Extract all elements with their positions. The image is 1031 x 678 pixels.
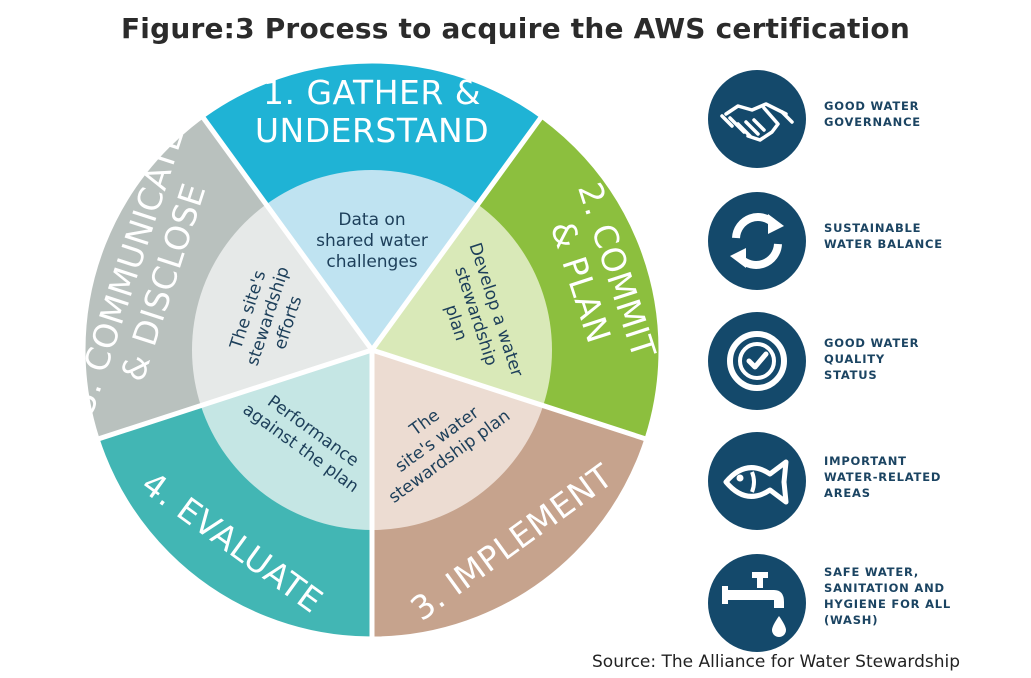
- principle-label: GOOD WATER QUALITY STATUS: [824, 336, 920, 382]
- wheel-inner-segment-4: [200, 350, 372, 530]
- principle-label: SAFE WATER, SANITATION AND HYGIENE FOR A…: [824, 565, 952, 627]
- wheel-outer-label-1: 1. GATHER &UNDERSTAND: [255, 73, 489, 150]
- source-credit: Source: The Alliance for Water Stewardsh…: [592, 652, 961, 672]
- wheel-inner-segment-5: [192, 204, 372, 406]
- wheel-inner-segment-1: [266, 170, 478, 350]
- principle-item: IMPORTANT WATER-RELATED AREAS: [706, 432, 1026, 532]
- fish-icon: [708, 432, 806, 530]
- principle-item: GOOD WATER GOVERNANCE: [706, 70, 1026, 170]
- water-tap-icon: [708, 554, 806, 652]
- principle-item: SUSTAINABLE WATER BALANCE: [706, 192, 1026, 292]
- wheel-inner-segment-3: [372, 350, 544, 530]
- principle-label: SUSTAINABLE WATER BALANCE: [824, 221, 943, 251]
- checkmark-circle-icon: [708, 312, 806, 410]
- principle-label: GOOD WATER GOVERNANCE: [824, 99, 921, 129]
- wheel-divider-3: [371, 347, 649, 442]
- wheel-rim: [82, 60, 662, 640]
- wheel-inner-segment-2: [372, 204, 552, 406]
- wheel-divider-1: [199, 113, 375, 352]
- wheel-divider-5: [95, 347, 373, 442]
- principle-label: IMPORTANT WATER-RELATED AREAS: [824, 454, 942, 500]
- cycle-arrows-icon: [708, 192, 806, 290]
- figure-title: Figure:3 Process to acquire the AWS cert…: [120, 12, 910, 45]
- wheel-divider-2: [369, 113, 545, 352]
- principle-item: GOOD WATER QUALITY STATUS: [706, 312, 1026, 412]
- handshake-icon: [708, 70, 806, 168]
- principle-item: SAFE WATER, SANITATION AND HYGIENE FOR A…: [706, 554, 1026, 654]
